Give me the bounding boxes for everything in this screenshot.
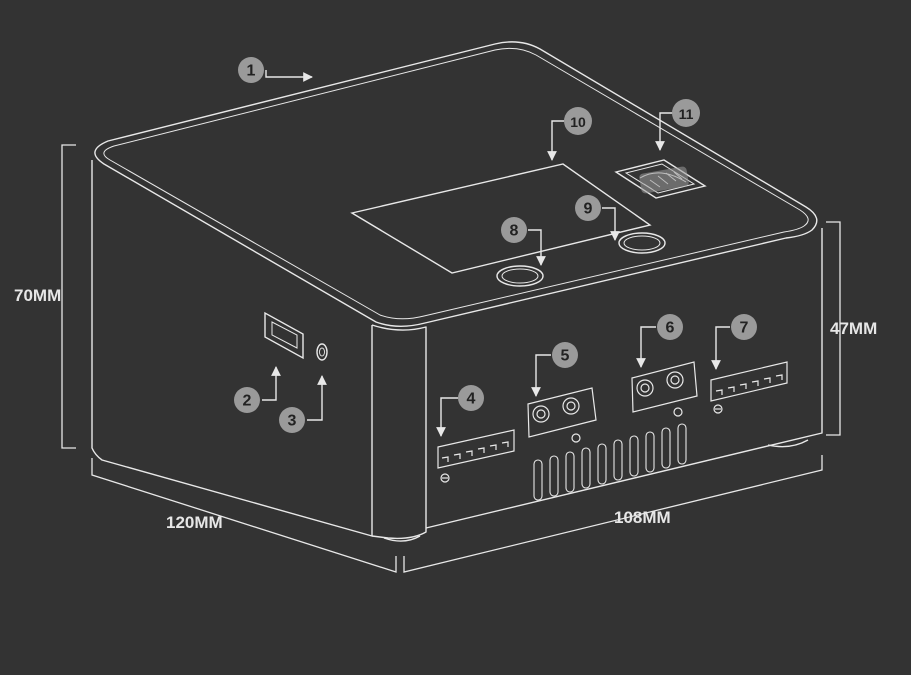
svg-text:7: 7: [740, 320, 749, 337]
callout-7: 7: [731, 314, 757, 340]
button-9-inner: [623, 235, 661, 251]
usb-port: [264, 311, 304, 360]
balance-port-right: [710, 361, 788, 414]
reset-hole: [316, 343, 328, 361]
callout-2: 2: [234, 387, 260, 413]
button-8-inner: [501, 268, 539, 284]
svg-text:11: 11: [679, 106, 694, 122]
svg-text:2: 2: [243, 393, 252, 410]
button-9: [618, 232, 666, 254]
power-port-6: [631, 361, 698, 417]
dim-depth-label: 108MM: [614, 508, 671, 527]
dim-height-label: 70MM: [14, 286, 61, 305]
button-8: [496, 265, 544, 287]
cooling-vents: [533, 423, 687, 501]
callout-6: 6: [657, 314, 683, 340]
svg-text:5: 5: [561, 348, 570, 365]
svg-text:10: 10: [570, 114, 586, 130]
callout-8: 8: [501, 217, 527, 243]
svg-text:3: 3: [288, 413, 297, 430]
svg-text:8: 8: [510, 223, 519, 240]
svg-text:1: 1: [247, 63, 256, 80]
callout-4: 4: [458, 385, 484, 411]
callout-1: 1: [238, 57, 264, 83]
callout-9: 9: [575, 195, 601, 221]
front-face: [371, 324, 427, 540]
foot-left: [383, 535, 421, 542]
callout-10: 10: [564, 107, 592, 135]
svg-text:6: 6: [666, 320, 675, 337]
left-face: [91, 160, 373, 537]
display-screen: [350, 163, 652, 274]
top-face: [94, 41, 818, 327]
device-body: [91, 41, 823, 542]
svg-text:4: 4: [467, 391, 476, 408]
callout-3: 3: [279, 407, 305, 433]
svg-text:9: 9: [584, 201, 593, 218]
scroll-wheel: [614, 159, 707, 199]
foot-right: [767, 439, 809, 448]
dim-width-label: 120MM: [166, 513, 223, 532]
top-bevel: [103, 47, 809, 320]
leader-lines: [262, 70, 730, 437]
dim-side-height-label: 47MM: [830, 319, 877, 338]
balance-port-left: [437, 429, 515, 483]
power-port-5: [527, 387, 597, 443]
dimension-lines: [61, 144, 841, 573]
callout-11: 11: [672, 99, 700, 127]
callout-5: 5: [552, 342, 578, 368]
